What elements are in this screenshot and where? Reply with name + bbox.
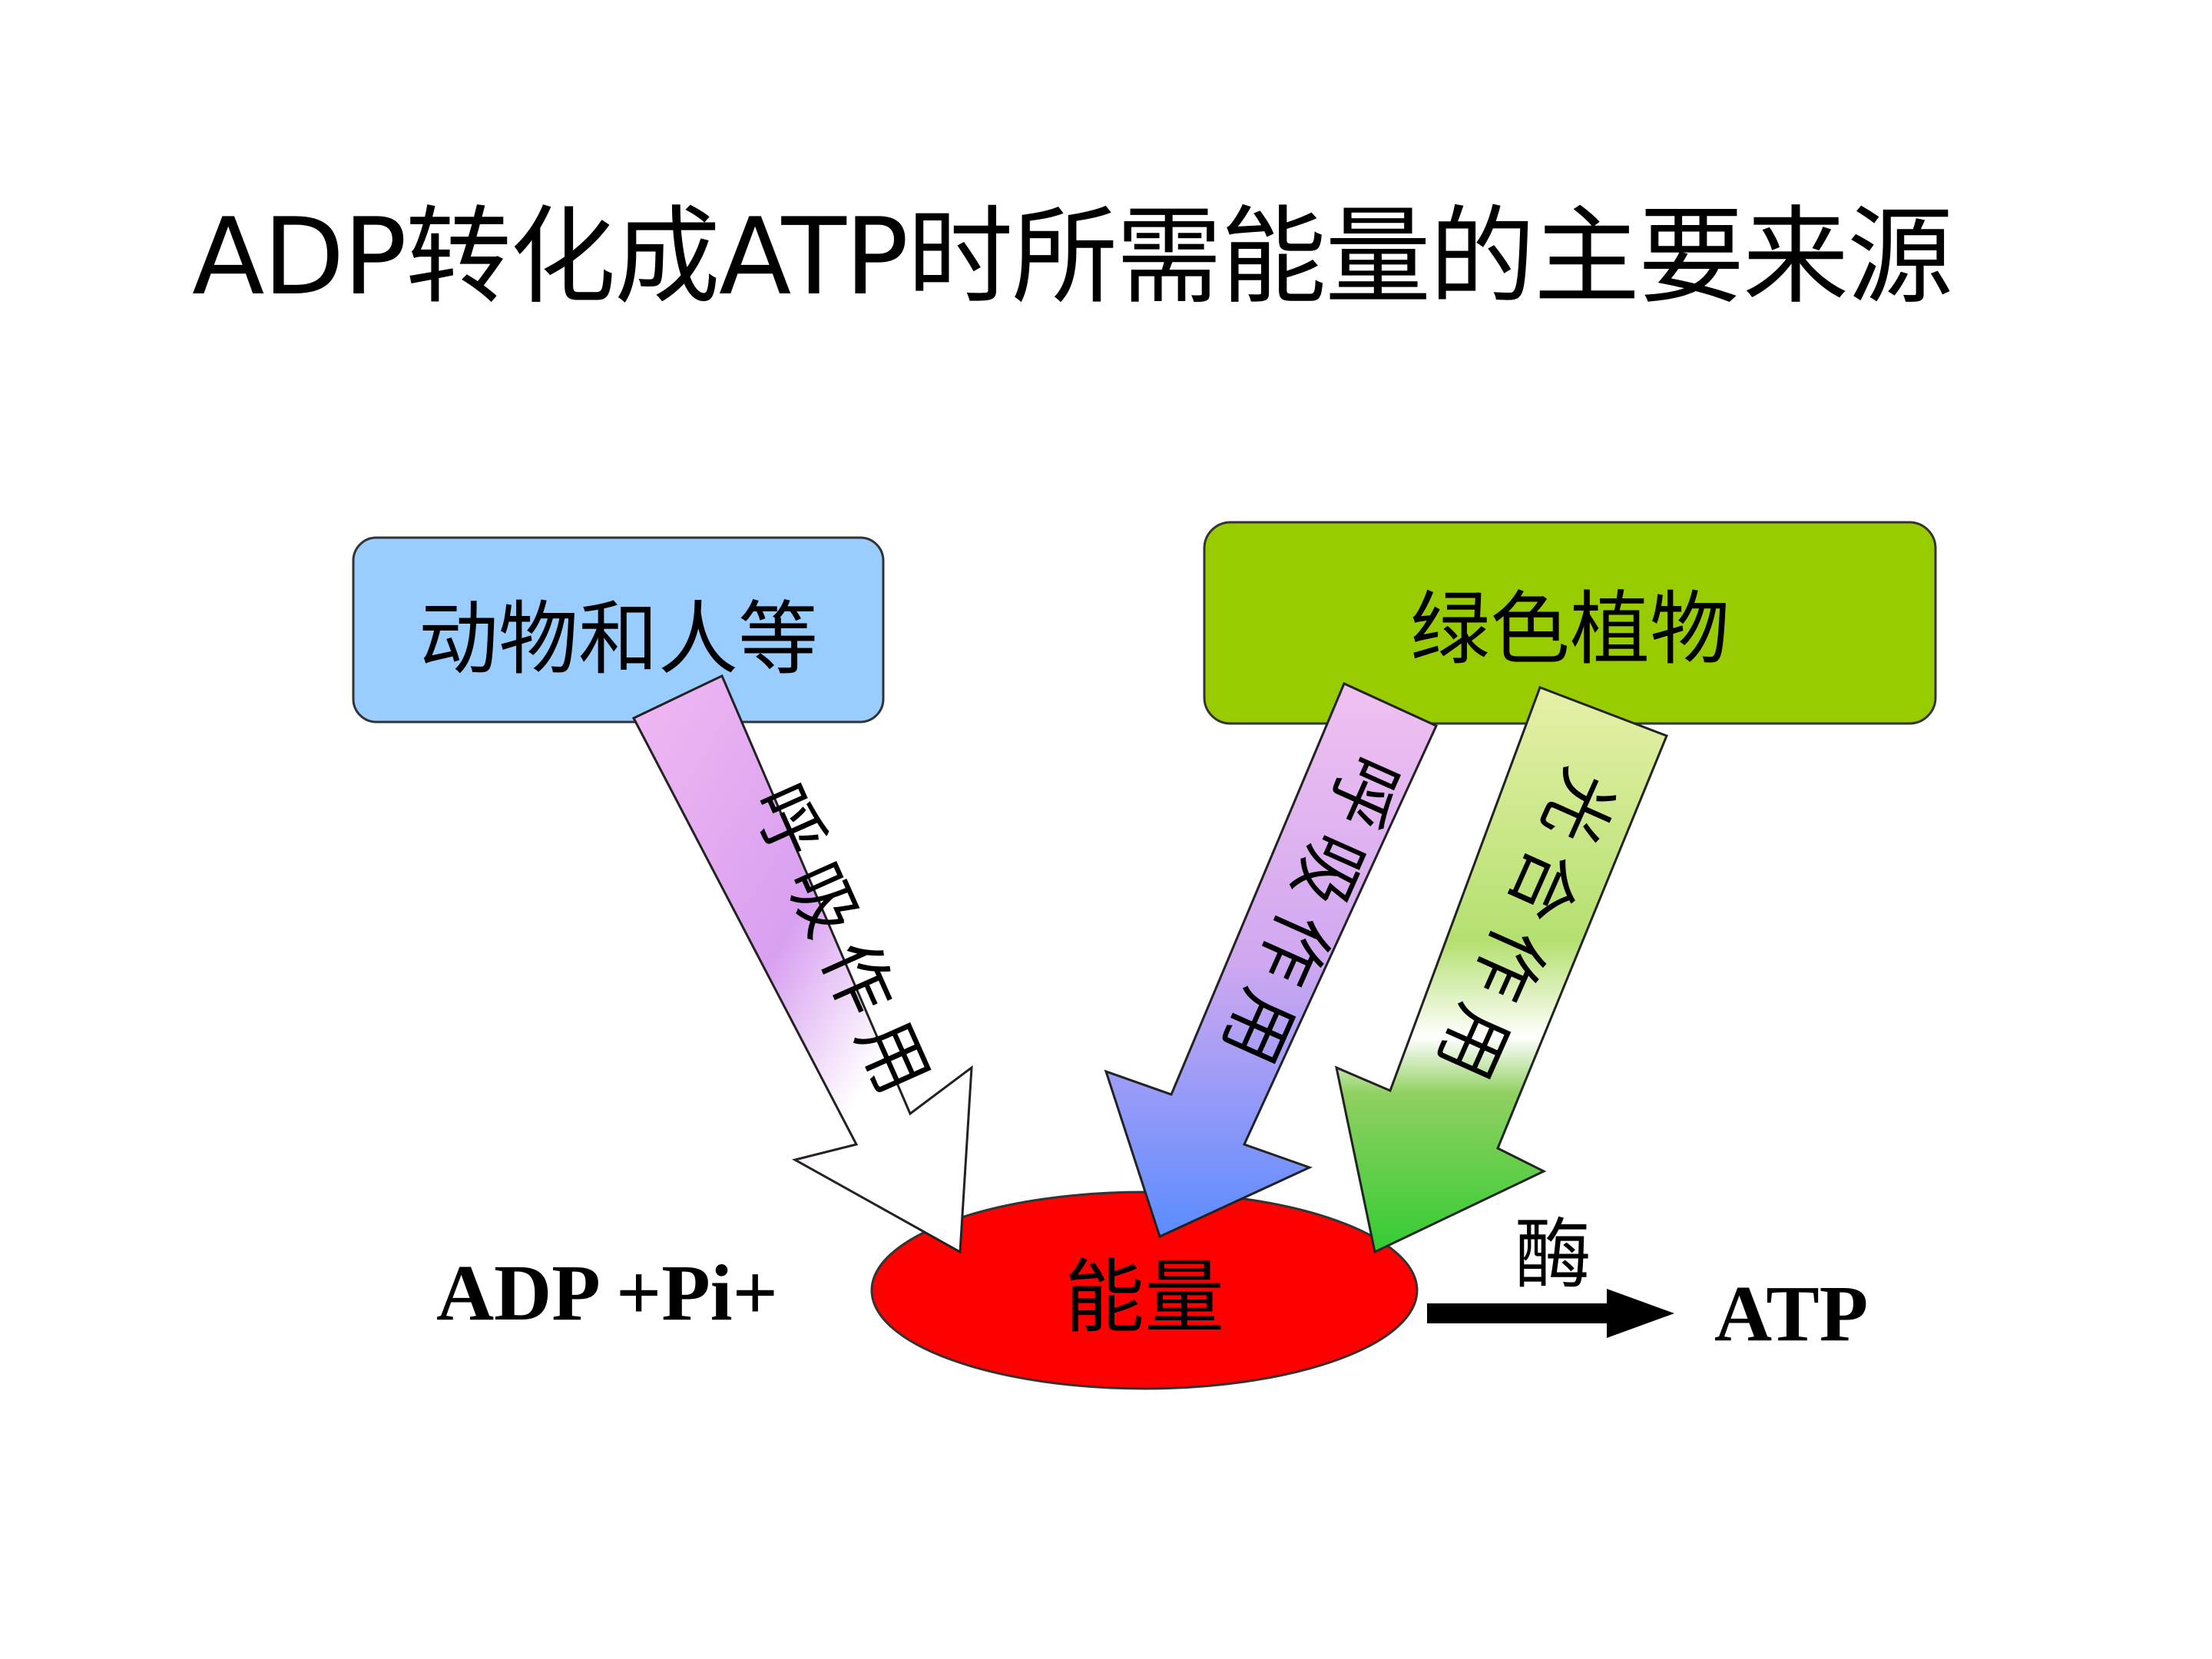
- animals-box: [352, 536, 885, 724]
- photosynthesis-arrow: [1334, 686, 1668, 1254]
- energy-label: 能量: [1065, 1250, 1224, 1344]
- animals-label: 动物和人等: [419, 592, 818, 686]
- reaction-arrow: [1427, 1289, 1674, 1338]
- page-title: ADP转化成ATP时所需能量的主要来源: [192, 195, 1953, 319]
- plant-respiration-arrow: [1104, 681, 1438, 1239]
- enzyme-label: 酶: [1515, 1210, 1591, 1300]
- product-label: ATP: [1714, 1270, 1868, 1358]
- animal-respiration-arrow: [631, 674, 973, 1254]
- plants-label: 绿色植物: [1410, 582, 1730, 676]
- reactants-label: ADP +Pi+: [436, 1249, 778, 1337]
